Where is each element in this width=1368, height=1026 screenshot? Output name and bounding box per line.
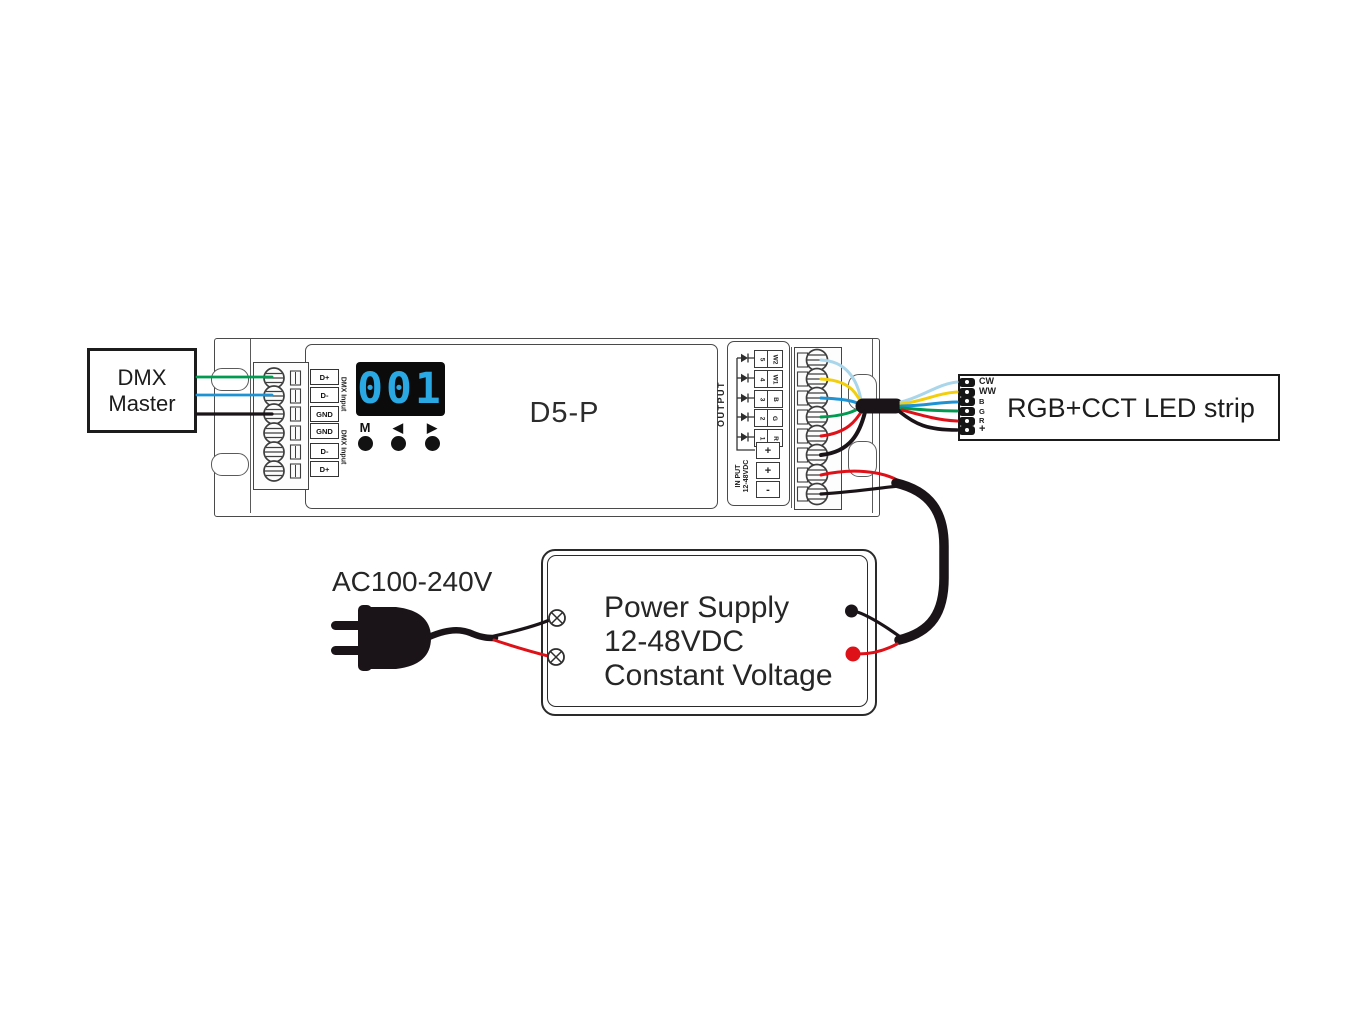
mounting-slot-right-top bbox=[848, 374, 877, 410]
pad-label-ww: WW bbox=[979, 386, 996, 396]
wire-plus2 bbox=[898, 410, 959, 432]
dc-cable-bundle bbox=[891, 478, 949, 645]
address-display: 001 bbox=[356, 362, 445, 416]
power-input-label: IN PUT 12-48VDC bbox=[735, 459, 750, 493]
dmx-terminal-label: D+ bbox=[310, 369, 339, 385]
dmx-terminal-label: GND bbox=[310, 423, 339, 439]
pad-label-cw: CW bbox=[979, 376, 994, 386]
channel-code: W2 bbox=[767, 350, 783, 368]
right-arrow-icon: ▶ bbox=[427, 420, 437, 435]
pad-label-plus: + bbox=[979, 423, 986, 435]
output-panel bbox=[727, 341, 790, 506]
psu-line1: Power Supply bbox=[604, 591, 790, 624]
flange-divider-rightmost bbox=[872, 339, 874, 513]
display-value: 001 bbox=[357, 363, 444, 414]
dmx-input-label-1: DMX Input bbox=[339, 376, 347, 412]
wire-b2 bbox=[899, 400, 959, 408]
dmx-terminal-block bbox=[253, 362, 309, 490]
output-terminal-block bbox=[794, 347, 842, 510]
led-strip-box bbox=[958, 374, 1280, 441]
menu-button-label: M bbox=[359, 420, 371, 435]
strip-pad bbox=[959, 406, 975, 416]
wire-cw2 bbox=[899, 380, 959, 404]
ac-plug bbox=[331, 605, 554, 671]
power-terminal-plus1: + bbox=[756, 442, 780, 459]
strip-pad bbox=[959, 416, 975, 426]
menu-button bbox=[357, 436, 373, 451]
panel-divider-right bbox=[791, 347, 793, 508]
left-button bbox=[391, 436, 406, 451]
dmx-input-label-2: DMX Input bbox=[339, 429, 347, 465]
dmx-terminal-label: GND bbox=[310, 406, 339, 422]
pad-label-r: R bbox=[979, 416, 985, 425]
strip-pad bbox=[959, 396, 975, 406]
left-arrow-icon: ◀ bbox=[393, 420, 403, 435]
power-terminal-minus: - bbox=[756, 481, 780, 498]
plug-face bbox=[358, 605, 372, 671]
channel-code: W1 bbox=[767, 370, 783, 388]
plug-prong-bottom bbox=[331, 646, 365, 655]
channel-code: B bbox=[767, 390, 783, 408]
wire-g2 bbox=[899, 406, 959, 413]
strip-pad bbox=[959, 377, 975, 387]
ac-voltage-label: AC100-240V bbox=[332, 566, 493, 597]
dmx-terminal-label: D- bbox=[310, 443, 339, 459]
ac-cord bbox=[425, 627, 499, 642]
mounting-slot-right-bottom bbox=[848, 441, 877, 477]
strip-pad bbox=[959, 425, 975, 435]
plug-prong-top bbox=[331, 621, 365, 630]
flange-divider-left bbox=[250, 339, 252, 513]
wire-ww2 bbox=[899, 390, 959, 406]
plug-body bbox=[362, 607, 431, 669]
pad-label-b: B bbox=[979, 397, 985, 406]
mounting-slot-left-top bbox=[211, 368, 249, 391]
dmx-master-line1: DMX bbox=[117, 364, 167, 390]
psu-line3: Constant Voltage bbox=[604, 659, 833, 692]
output-label: OUTPUT bbox=[716, 381, 726, 427]
mounting-slot-left-bottom bbox=[211, 453, 249, 476]
dmx-terminal-label: D- bbox=[310, 387, 339, 403]
wire-r2 bbox=[900, 408, 959, 423]
power-terminal-plus2: + bbox=[756, 462, 780, 479]
model-name: D5-P bbox=[529, 397, 600, 429]
dmx-master-box: DMX Master bbox=[87, 348, 197, 433]
pad-label-g: G bbox=[979, 407, 985, 416]
channel-code: G bbox=[767, 409, 783, 427]
strip-pad bbox=[959, 387, 975, 397]
psu-line2: 12-48VDC bbox=[604, 625, 745, 658]
dmx-master-line2: Master bbox=[108, 390, 176, 416]
led-strip-title: RGB+CCT LED strip bbox=[1007, 393, 1255, 423]
right-button bbox=[424, 436, 440, 451]
power-supply-text: Power Supply 12-48VDC Constant Voltage bbox=[604, 591, 833, 693]
dmx-terminal-label: D+ bbox=[310, 461, 339, 477]
